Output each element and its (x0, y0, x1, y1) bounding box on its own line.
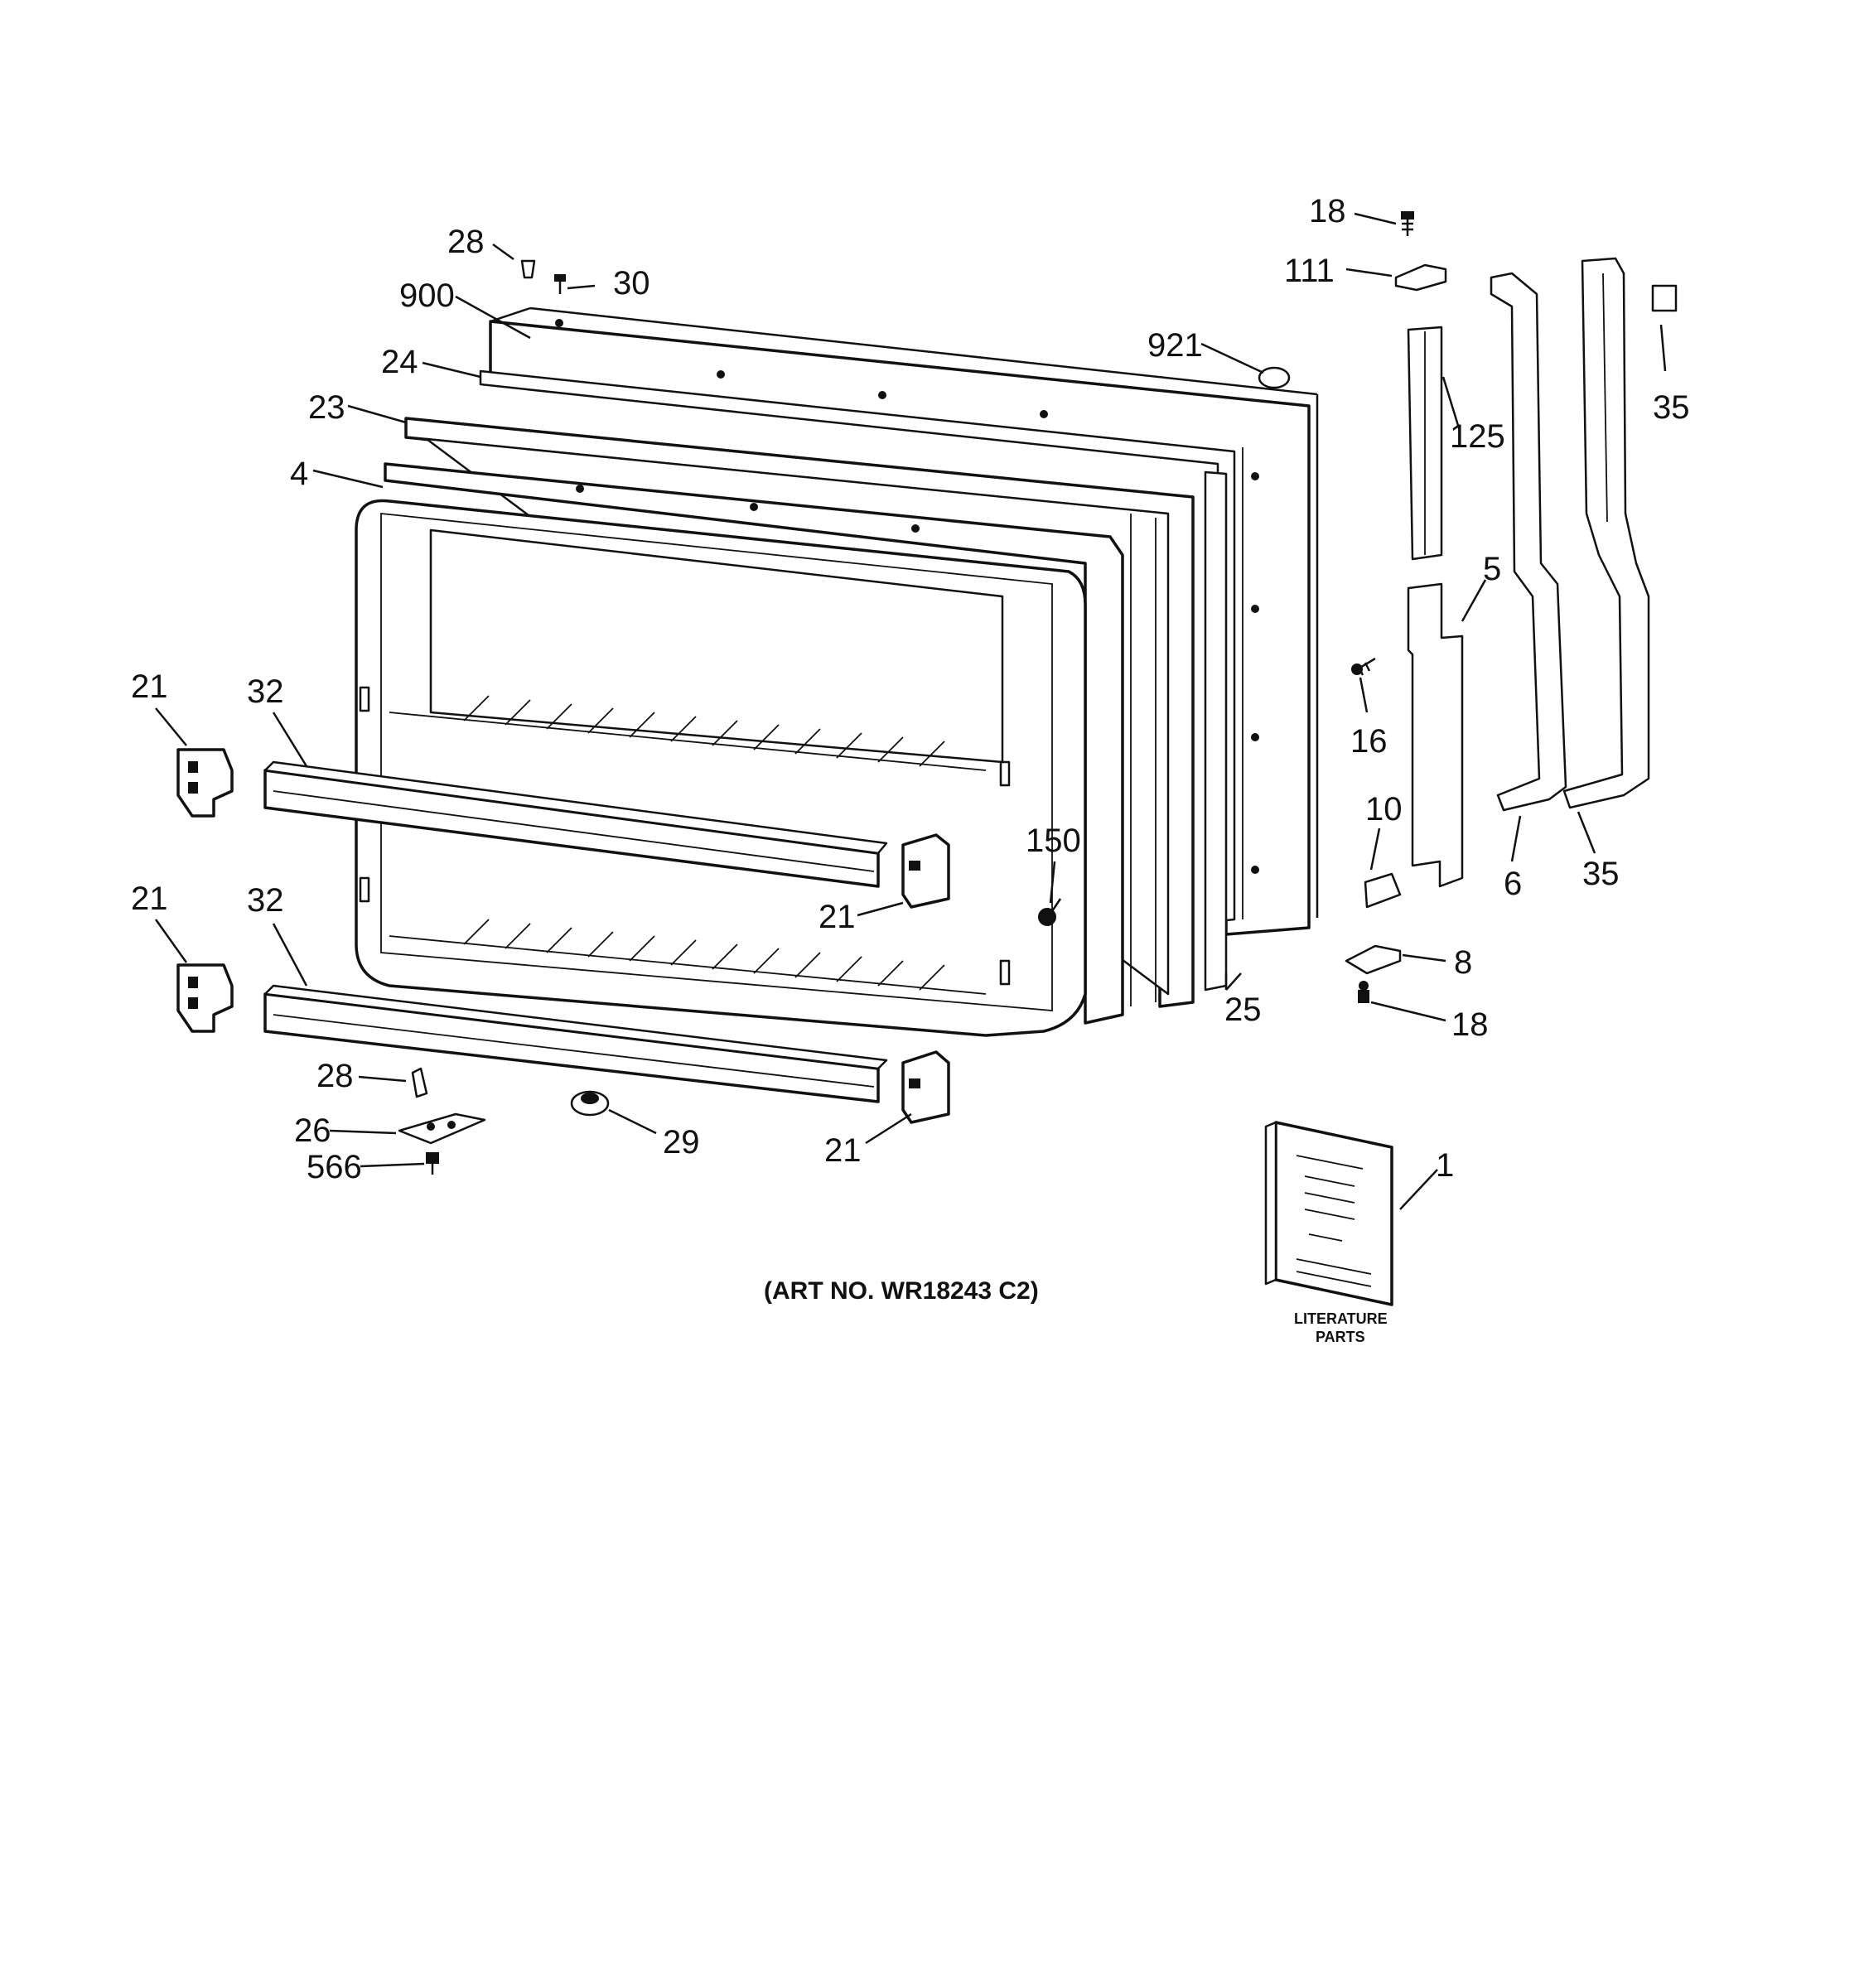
callout-18-bottom: 18 (1451, 1006, 1489, 1043)
screw-18-bottom (1358, 981, 1369, 1003)
literature-label-line1: LITERATURE (1294, 1310, 1388, 1327)
shelf-end-cap-upper-left (176, 748, 234, 818)
callout-29: 29 (663, 1124, 700, 1160)
callout-28-top: 28 (447, 224, 485, 260)
callout-10: 10 (1365, 791, 1403, 828)
callout-21-upper-right: 21 (819, 899, 856, 935)
leader-lines (154, 212, 1667, 1210)
callout-labels: 18 111 28 30 900 921 24 23 4 125 35 5 21… (131, 193, 1690, 1185)
callout-21-upper-left: 21 (131, 668, 168, 705)
callout-900: 900 (399, 277, 455, 314)
callout-23: 23 (308, 389, 345, 426)
callout-5: 5 (1483, 551, 1501, 587)
callout-150: 150 (1026, 823, 1081, 859)
callout-566: 566 (307, 1149, 362, 1185)
literature-booklet (1264, 1121, 1393, 1306)
callout-26: 26 (294, 1112, 331, 1149)
screw-30 (554, 274, 566, 294)
door-liner (355, 499, 1087, 1037)
upper-shelf-bar (263, 760, 888, 888)
bushing-29 (570, 1090, 610, 1117)
lower-shelf-bar (263, 984, 888, 1103)
callout-8: 8 (1454, 944, 1472, 981)
handle-6 (1490, 272, 1567, 812)
literature-label-line2: PARTS (1316, 1329, 1365, 1345)
handle-bracket-5 (1407, 582, 1464, 888)
callout-28-bottom: 28 (316, 1058, 354, 1094)
handle-35 (1562, 257, 1650, 809)
callout-21-lower-right: 21 (824, 1132, 862, 1169)
callout-32-upper: 32 (247, 673, 284, 710)
callout-6: 6 (1504, 866, 1522, 902)
hinge-cap-111 (1394, 263, 1447, 292)
handle-mount-125 (1407, 326, 1443, 561)
callout-35-top: 35 (1653, 389, 1690, 426)
hinge-plate-8 (1345, 944, 1402, 975)
door-gasket (479, 369, 1236, 992)
shelf-end-cap-lower-left (176, 963, 234, 1033)
callout-111: 111 (1284, 253, 1335, 289)
callout-4: 4 (290, 456, 308, 492)
callout-21-lower-left: 21 (131, 881, 168, 917)
hinge-plate-26 (398, 1112, 486, 1145)
callout-25: 25 (1224, 992, 1262, 1028)
callout-1: 1 (1436, 1147, 1454, 1184)
shelf-end-cap-upper-right (901, 833, 950, 909)
screw-566 (426, 1152, 439, 1175)
shim-10 (1364, 872, 1402, 909)
cap-35 (1651, 284, 1678, 312)
screw-18-top (1401, 211, 1414, 236)
callout-16: 16 (1350, 723, 1388, 760)
callout-30: 30 (613, 265, 650, 302)
screw-16 (1351, 657, 1376, 676)
plug-921 (1258, 366, 1291, 389)
callout-35-bottom: 35 (1582, 856, 1620, 892)
door-liner-flange (384, 462, 1124, 1025)
shelf-end-cap-lower-right (901, 1050, 950, 1124)
callout-921: 921 (1147, 327, 1203, 364)
callout-125: 125 (1450, 418, 1505, 455)
plug-150 (1038, 898, 1062, 926)
art-number-caption: (ART NO. WR18243 C2) (764, 1277, 1039, 1305)
callout-24: 24 (381, 344, 418, 380)
screw-28-top (520, 259, 536, 279)
callout-18-top: 18 (1309, 193, 1346, 229)
bumper-28-bottom (411, 1067, 428, 1098)
callout-32-lower: 32 (247, 882, 284, 919)
